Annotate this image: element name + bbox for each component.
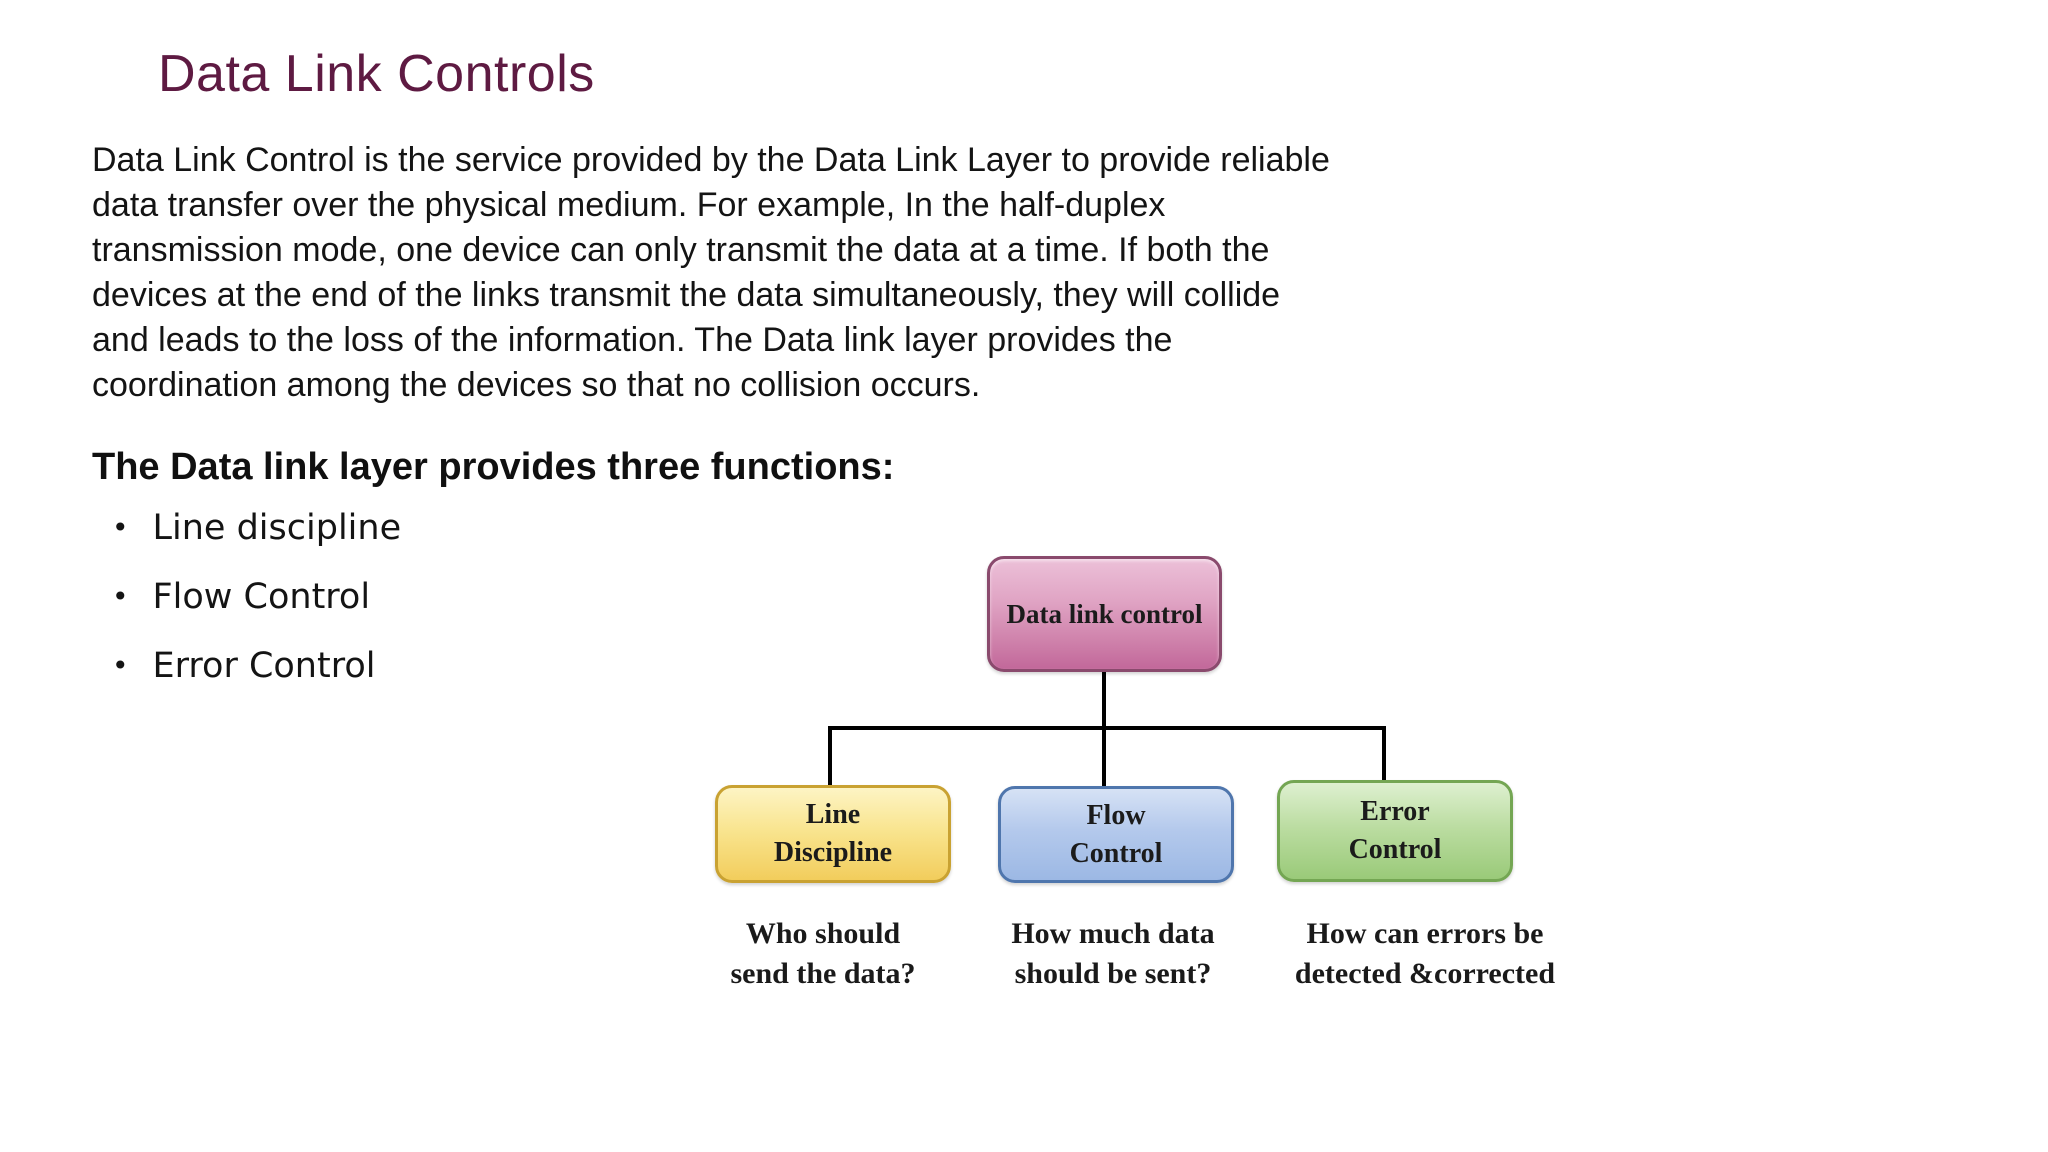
connector-horizontal-bar bbox=[828, 726, 1386, 730]
list-item: • Error Control bbox=[112, 646, 401, 686]
bullet-label: Flow Control bbox=[152, 577, 371, 617]
bullet-list: • Line discipline • Flow Control • Error… bbox=[112, 508, 401, 715]
node-label: Error Control bbox=[1348, 796, 1442, 865]
node-label: Line Discipline bbox=[773, 799, 893, 868]
list-item: • Line discipline bbox=[112, 508, 401, 548]
bullet-icon: • bbox=[112, 511, 129, 544]
connector-middle-drop bbox=[1102, 726, 1106, 788]
functions-heading: The Data link layer provides three funct… bbox=[92, 446, 895, 488]
node-data-link-control: Data link control bbox=[987, 556, 1222, 672]
caption-error-control: How can errors be detected &corrected bbox=[1294, 917, 1556, 990]
bullet-label: Error Control bbox=[152, 646, 376, 686]
bullet-icon: • bbox=[112, 580, 129, 613]
bullet-label: Line discipline bbox=[152, 508, 402, 548]
list-item: • Flow Control bbox=[112, 577, 401, 617]
connector-left-drop bbox=[828, 726, 832, 787]
caption-flow-control: How much data should be sent? bbox=[1011, 917, 1215, 990]
page-title: Data Link Controls bbox=[158, 45, 595, 103]
caption-line-discipline: Who should send the data? bbox=[730, 917, 916, 990]
body-paragraph: Data Link Control is the service provide… bbox=[92, 141, 1330, 404]
bullet-icon: • bbox=[112, 649, 129, 682]
connector-root-stem bbox=[1102, 670, 1106, 728]
node-label: Flow Control bbox=[1069, 799, 1163, 869]
connector-right-drop bbox=[1382, 726, 1386, 782]
node-flow-control: Flow Control bbox=[998, 786, 1234, 883]
node-error-control: Error Control bbox=[1277, 780, 1513, 882]
node-label: Data link control bbox=[1006, 598, 1203, 629]
node-line-discipline: Line Discipline bbox=[715, 785, 951, 883]
